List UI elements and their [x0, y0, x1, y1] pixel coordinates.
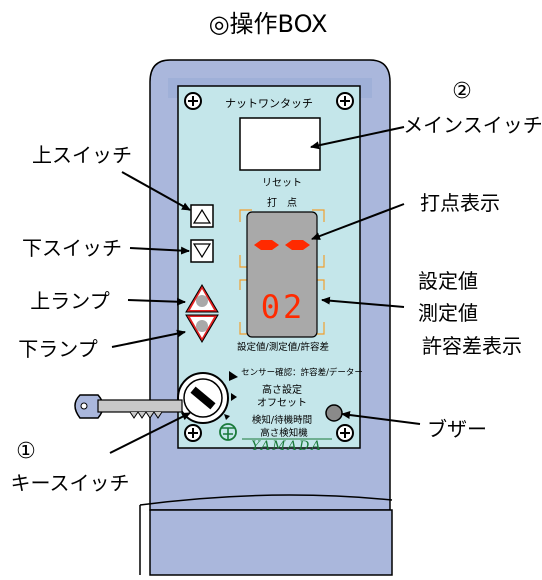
value-display-arrow [321, 296, 405, 308]
main-switch-label: メインスイッチ [403, 113, 542, 137]
down-arrow-icon [192, 243, 212, 259]
key-mode-detect: 検知/待機時間 [252, 414, 312, 426]
value-display-label-1: 設定値 [418, 269, 478, 293]
down-lamp-arrow [111, 329, 186, 348]
key-switch-label: キースイッチ [11, 471, 130, 495]
detector-label: 高さ検知機 [260, 427, 308, 439]
buzzer [325, 404, 343, 422]
mode-pointer-icon-2 [231, 393, 237, 401]
up-switch-button[interactable] [190, 204, 214, 228]
down-switch-arrow [129, 246, 190, 255]
panel-header: ナットワンタッチ [225, 97, 313, 110]
mode-label: 設定値/測定値/許容差 [237, 341, 329, 353]
reset-label: リセット [262, 177, 302, 189]
value-display-label-3: 許容差表示 [422, 334, 522, 358]
buzzer-label: ブザー [427, 417, 487, 441]
up-arrow-icon [192, 208, 212, 224]
main-switch-button[interactable] [239, 117, 321, 171]
value-display-label-2: 測定値 [418, 301, 478, 325]
mode-pointer-icon-3 [224, 414, 230, 420]
key-mode-sensor: センサー確認：許容差/データー [241, 367, 363, 378]
up-lamp [185, 284, 219, 313]
point-display-arrow [311, 203, 405, 240]
main-switch-arrow [310, 126, 405, 150]
mode-pointer-icon [229, 371, 238, 381]
point-display-title: 打 点 [267, 196, 297, 209]
key-mode-height: 高さ設定 [262, 383, 302, 396]
diagram-title: ◎操作BOX [209, 10, 328, 38]
screw-top-right [336, 92, 354, 110]
point-led-right [285, 240, 310, 250]
up-switch-label: 上スイッチ [32, 143, 132, 167]
value-digits: 02 [261, 288, 306, 326]
screw-top-left [184, 92, 202, 110]
main-switch-number: ② [452, 79, 472, 104]
down-lamp-label: 下ランプ [18, 337, 97, 361]
point-led-left [254, 240, 279, 250]
key-switch-arrow [109, 412, 191, 454]
key-switch-number: ① [16, 439, 36, 464]
down-switch-button[interactable] [190, 239, 214, 263]
up-lamp-arrow [127, 297, 186, 306]
screw-bottom-right [336, 424, 354, 442]
brand-name: YAMADA [251, 439, 322, 454]
up-switch-arrow [121, 171, 191, 211]
point-display-label: 打点表示 [420, 191, 500, 215]
up-lamp-label: 上ランプ [30, 289, 109, 313]
down-switch-label: 下スイッチ [22, 236, 122, 260]
key-icon [74, 394, 183, 419]
key-switch-dial[interactable] [177, 372, 229, 424]
screw-bottom-left [184, 424, 202, 442]
key-mode-offset: オフセット [257, 397, 307, 409]
brand-logo-icon [219, 423, 237, 441]
down-lamp [185, 314, 219, 343]
buzzer-arrow [341, 411, 421, 425]
point-bracket-top [239, 209, 325, 222]
